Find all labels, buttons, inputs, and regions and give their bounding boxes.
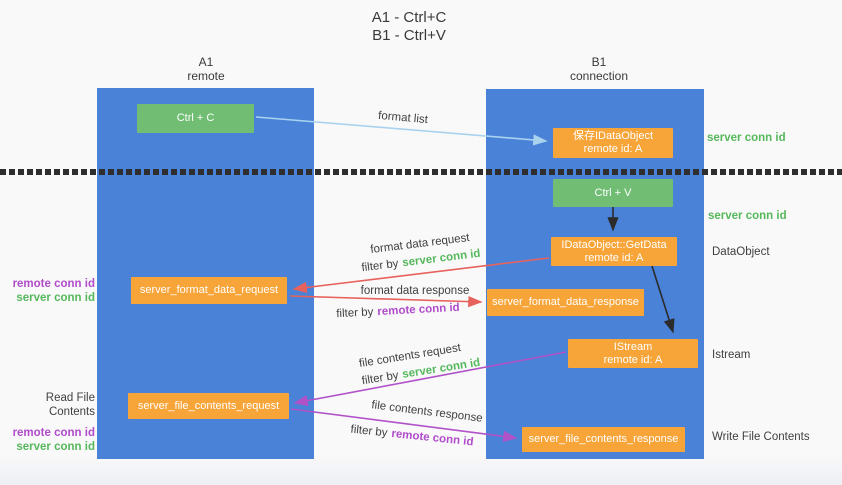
- server-conn-id-label: server conn id: [16, 292, 95, 304]
- server-conn-id-label: server conn id: [16, 441, 95, 453]
- ctrl-c-label: Ctrl + C: [176, 112, 215, 124]
- istream-side-label: Istream: [712, 349, 751, 361]
- ctrl-v-node: Ctrl + V: [553, 179, 673, 207]
- save-dataobject-line1: 保存IDataObject: [572, 130, 654, 142]
- server-file-contents-response-node: server_file_contents_response: [522, 427, 685, 452]
- file-contents-response-label: file contents response: [370, 399, 484, 425]
- save-dataobject-line2: remote id: A: [583, 143, 643, 155]
- filter-by-text: filter by: [336, 306, 374, 321]
- remote-conn-id-text: remote conn id: [377, 301, 460, 319]
- server-conn-id-text: server conn id: [401, 247, 482, 270]
- diagram-title: A1 - Ctrl+C B1 - Ctrl+V: [372, 9, 447, 45]
- right-column-name: B1: [591, 55, 607, 69]
- left-column-role: remote: [187, 69, 225, 83]
- ctrl-c-node: Ctrl + C: [137, 104, 254, 133]
- server-file-contents-request-node: server_file_contents_request: [128, 393, 289, 419]
- left-column-header: A1 remote: [187, 55, 224, 83]
- server-file-contents-request-label: server_file_contents_request: [137, 399, 280, 412]
- filter-by-text: filter by: [360, 257, 400, 275]
- server-format-data-request-label: server_format_data_request: [139, 284, 279, 296]
- istream-line1: IStream: [613, 340, 653, 353]
- remote-conn-id-label: remote conn id: [12, 427, 95, 439]
- server-conn-id-mid-label: server conn id: [708, 210, 787, 222]
- left-column-name: A1: [198, 55, 214, 69]
- left-bottom-conn-id-block: Read File Contents remote conn id server…: [0, 391, 95, 454]
- right-column-header: B1 connection: [570, 55, 628, 83]
- server-conn-id-top-label: server conn id: [707, 132, 786, 144]
- istream-node: IStream remote id: A: [568, 339, 698, 368]
- getdata-node: IDataObject::GetData remote id: A: [551, 237, 677, 266]
- format-list-label: format list: [377, 109, 429, 127]
- server-format-data-request-node: server_format_data_request: [131, 277, 287, 304]
- ctrl-v-label: Ctrl + V: [594, 186, 632, 199]
- remote-conn-id-text: remote conn id: [390, 427, 475, 449]
- server-format-data-response-node: server_format_data_response: [487, 289, 644, 316]
- istream-line2: remote id: A: [603, 353, 663, 366]
- read-file-contents-label: Read File Contents: [45, 392, 95, 418]
- title-line-1: A1 - Ctrl+C: [371, 9, 447, 26]
- save-dataobject-node: 保存IDataObject remote id: A: [553, 128, 673, 158]
- dataobject-side-label: DataObject: [712, 246, 770, 258]
- getdata-line1: IDataObject::GetData: [561, 238, 667, 251]
- left-mid-conn-id-block: remote conn id server conn id: [0, 277, 95, 305]
- right-column-role: connection: [569, 69, 629, 83]
- remote-conn-id-label: remote conn id: [12, 278, 95, 290]
- format-data-response-label: format data response: [360, 285, 470, 297]
- title-line-2: B1 - Ctrl+V: [372, 27, 446, 44]
- write-file-contents-label: Write File Contents: [712, 431, 810, 443]
- server-file-contents-response-label: server_file_contents_response: [528, 433, 679, 445]
- server-format-data-response-label: server_format_data_response: [492, 296, 639, 308]
- session-divider-dotted-line: [0, 169, 842, 175]
- getdata-line2: remote id: A: [584, 251, 644, 264]
- filter-by-text: filter by: [349, 423, 389, 440]
- filter-by-text: filter by: [360, 369, 400, 388]
